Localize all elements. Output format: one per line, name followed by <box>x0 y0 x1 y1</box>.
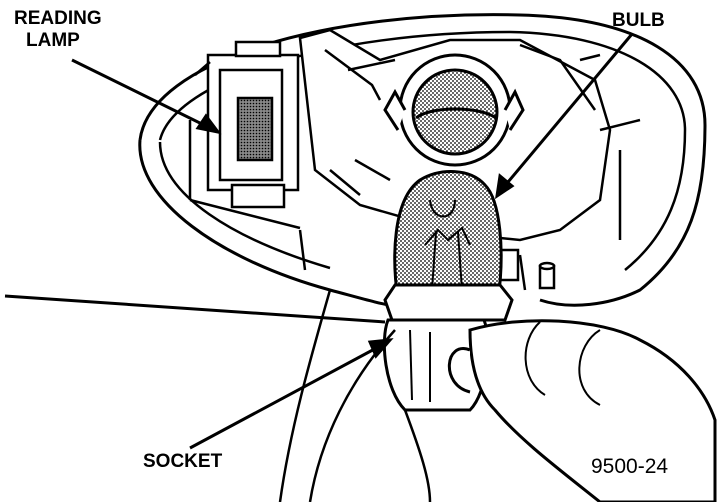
socket-label: SOCKET <box>143 451 223 472</box>
figure-number: 9500-24 <box>591 455 669 478</box>
bulb-label: BULB <box>612 10 665 31</box>
bulb-leader <box>501 33 634 189</box>
bulb <box>393 170 503 302</box>
reading-lamp-label-line2: LAMP <box>26 30 80 51</box>
reading-lamp-leader <box>71 58 211 130</box>
horizontal-leader <box>4 294 386 324</box>
hand <box>447 319 717 502</box>
reading-lamp-lens <box>188 40 301 230</box>
leader-lines <box>4 33 634 450</box>
bolt <box>538 261 556 290</box>
reading-lamp-label: READING LAMP <box>14 8 102 52</box>
upper-socket-opening <box>383 53 525 167</box>
socket-leader <box>189 343 383 450</box>
reading-lamp-label-line1: READING <box>14 8 102 29</box>
